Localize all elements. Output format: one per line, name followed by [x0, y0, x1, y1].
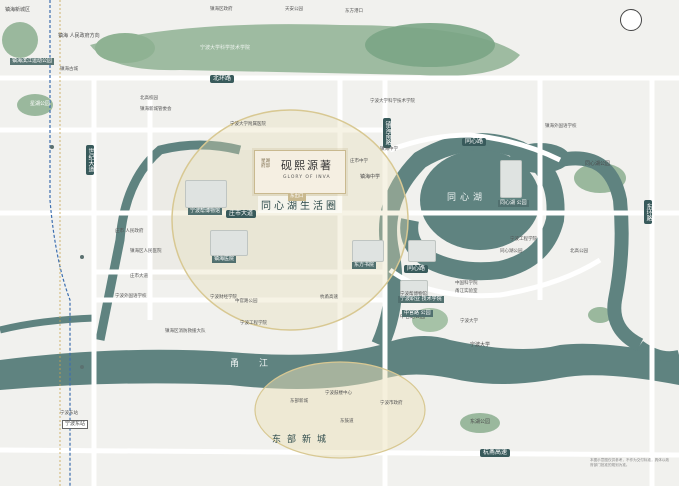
poi-27: 宁波工程学院 — [240, 321, 267, 326]
river-west-arm — [95, 140, 242, 341]
landmark-park — [408, 240, 436, 262]
poi-5: 北高校园 — [140, 96, 158, 101]
poi-22: 中官路公园 — [235, 299, 258, 304]
landmark-tower — [500, 160, 522, 198]
project-brand: 星湖 府邸 — [261, 159, 270, 170]
landmark-hospital-label: 镇海医院 — [212, 256, 237, 263]
poi-20: 宁波大学 — [460, 319, 478, 324]
poi-9: 镇海外国语学校 — [545, 124, 577, 129]
poi-13: 庄市 人民政府 — [115, 229, 144, 234]
east-new-town-title: 东部新城 — [272, 435, 333, 445]
compass-icon — [620, 9, 642, 31]
poi-28: 北高公园 — [570, 249, 588, 254]
project-exit-label: 东出口 — [288, 194, 306, 201]
road-label-zhuangshi: 庄市大道 — [226, 210, 257, 218]
road-label-tongxin-upper: 同心路 — [462, 138, 487, 146]
area-label-xinghu-park: 星湖公园 — [30, 101, 51, 107]
area-label-zhongguan: 中官路公园 — [400, 314, 426, 320]
poi-18: 中国科学院 — [455, 281, 478, 286]
poi-26: 东部新城 — [290, 399, 308, 404]
poi-23: 镇海区消防救援大队 — [165, 329, 206, 334]
metro-station-dot-2 — [80, 365, 84, 369]
poi-7: 镇海中学 — [380, 147, 398, 152]
direction-label: 镇海 人民政府方向 — [58, 33, 100, 39]
area-label-campus: 宁波大学科学技术学院 — [200, 45, 251, 51]
poi-30: 宁波东站 — [60, 411, 78, 416]
poi-1: 天安公园 — [285, 7, 303, 12]
road-label-tongxin-lower: 同心路 — [404, 265, 429, 273]
poi-10: 庄市中学 — [350, 159, 368, 164]
poi-19: 甬江实验室 — [455, 289, 478, 294]
park-area-west — [17, 94, 53, 116]
area-label-zhenhai-zhongxue: 镇海中学 — [360, 174, 381, 180]
road-label-beihuan: 北环路 — [210, 75, 235, 83]
park-area-corner — [2, 22, 38, 58]
poi-8: 宁波大学科学技术学院 — [370, 99, 415, 104]
poi-29: 杭甬高速 — [320, 295, 338, 300]
station-label: 宁波东站 — [62, 420, 89, 429]
river-west-stream — [0, 314, 96, 334]
east-new-town-circle — [254, 361, 426, 459]
project-name: 砚熙源著 — [281, 159, 333, 172]
river-label: 甬江 — [230, 359, 289, 369]
poi-12: 镇海区人民医院 — [130, 249, 162, 254]
landmark-bookstore — [352, 240, 384, 262]
poi-16: 同心湖公园 — [500, 249, 523, 254]
road-label-donghuan: 东环路 — [644, 200, 652, 224]
landmark-park-label: 中官路 公园 — [402, 310, 433, 317]
road-label-shiji: 世纪大道 — [86, 145, 94, 175]
poi-6: 镇海新城管委会 — [140, 107, 172, 112]
poi-0: 镇海区政府 — [210, 7, 233, 12]
area-label-donghu: 东湖公园 — [470, 419, 491, 425]
poi-17: 宁波帮博物馆 — [400, 292, 427, 297]
metro-line-1 — [49, 0, 71, 486]
poi-15: 庄市大道 — [130, 274, 148, 279]
landmark-hospital — [210, 230, 248, 256]
area-label-tianbin: 镇海滨江运动公园 — [10, 58, 55, 65]
project-marker[interactable]: 星湖 府邸 砚熙源著 GLORY OF INVA — [254, 150, 346, 194]
poi-25: 宁波市政府 — [380, 401, 403, 406]
road-label-jinghai: 镇海南路 — [383, 118, 391, 148]
project-name-en: GLORY OF INVA — [283, 175, 331, 180]
area-label-tongxin-park: 同心湖公园 — [585, 161, 611, 167]
landmark-bookstore-label: 东方书院 — [352, 262, 377, 269]
disclaimer-note: 本图示意图仅供参考，不作为交付标准，具体以政府部门批准的规划为准。 — [590, 458, 670, 467]
metro-station-dot-3 — [50, 145, 54, 149]
area-label-top-left: 镇海新城区 — [5, 7, 31, 13]
river-east-mouth — [637, 340, 679, 362]
area-label-ningbo-univ: 宁波大学 — [470, 342, 491, 348]
road-label-hangyong: 杭甬高速 — [480, 449, 511, 457]
landmark-college-label: 宁波职业 技术学院 — [398, 296, 444, 303]
landmark-museum-label: 宁波帮博物馆 — [188, 208, 223, 215]
poi-31: 东鼓道 — [340, 419, 354, 424]
poi-21: 宁波财经学院 — [210, 295, 237, 300]
poi-11: 宁波工程学院 — [510, 237, 537, 242]
park-area-small — [588, 307, 612, 323]
poi-2: 东方港口 — [345, 9, 363, 14]
landmark-museum — [185, 180, 227, 208]
park-area-northeast — [365, 23, 495, 67]
poi-14: 宁波外国语学校 — [115, 294, 147, 299]
life-circle-title: 同心湖生活圈 — [258, 196, 342, 213]
park-area-southeast — [460, 413, 500, 433]
road-tongxin-upper — [389, 132, 562, 163]
poi-3: 镇海古城 — [60, 67, 78, 72]
lake-label: 同心湖 — [447, 193, 487, 203]
life-circle — [171, 109, 409, 331]
poi-4: 宁波大学附属医院 — [230, 122, 266, 127]
metro-station-dot — [80, 255, 84, 259]
river-east-arm — [558, 151, 644, 352]
landmark-tower-label: 同心湖 公园 — [498, 200, 529, 207]
park-area-northwest — [95, 33, 155, 63]
poi-24: 宁波鼓楼中心 — [325, 391, 352, 396]
